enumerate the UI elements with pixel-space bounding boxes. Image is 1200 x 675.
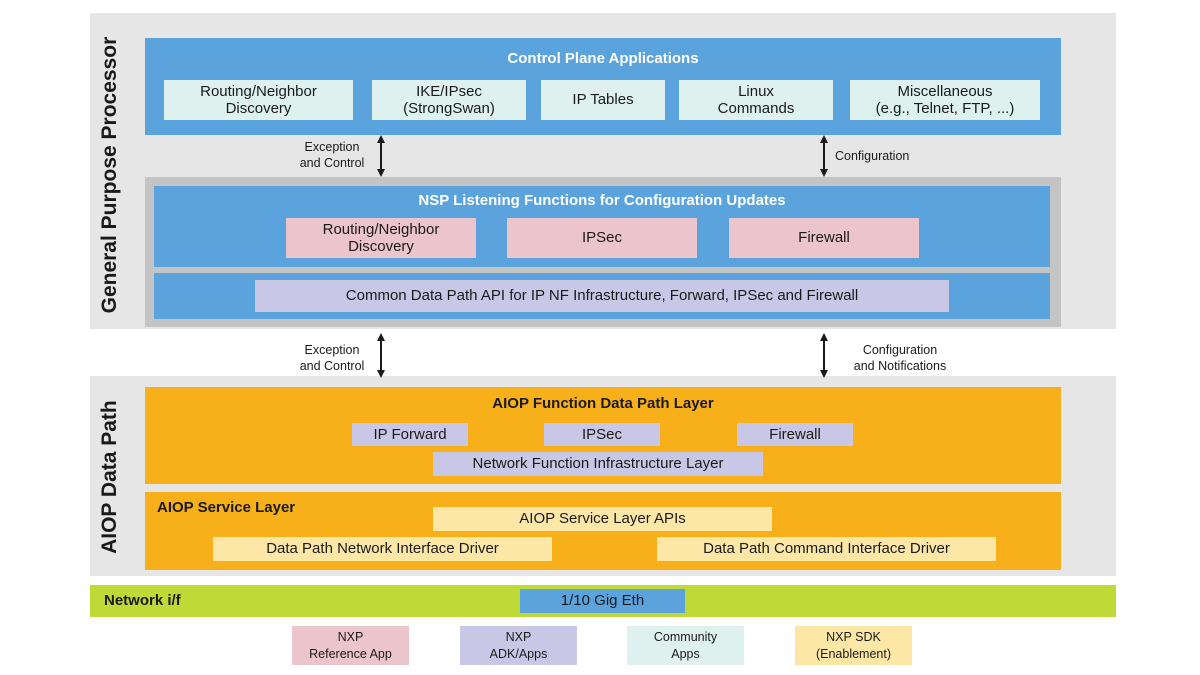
driver-network-interface: Data Path Network Interface Driver	[213, 537, 552, 561]
aiop-item-firewall: Firewall	[737, 423, 853, 446]
gpp-label: General Purpose Processor	[97, 36, 121, 314]
cp-item-routing: Routing/Neighbor Discovery	[164, 80, 353, 120]
arrow-upper-right-label: Configuration	[835, 149, 910, 163]
common-api-label: Common Data Path API for IP NF Infrastru…	[255, 280, 949, 312]
nsp-title: NSP Listening Functions for Configuratio…	[418, 192, 786, 210]
aiop-function-title: AIOP Function Data Path Layer	[492, 395, 714, 413]
arrow-lower-right-label: Configuration and Notifications	[853, 343, 947, 374]
aiop-label: AIOP Data Path	[97, 400, 121, 554]
legend-community: Community Apps	[627, 626, 744, 665]
aiop-service-apis: AIOP Service Layer APIs	[433, 507, 772, 531]
legend-nxp-sdk: NXP SDK (Enablement)	[795, 626, 912, 665]
nsp-item-ipsec: IPSec	[507, 218, 697, 258]
legend-nxp-reference: NXP Reference App	[292, 626, 409, 665]
nsp-item-routing: Routing/Neighbor Discovery	[286, 218, 476, 258]
nsp-item-firewall: Firewall	[729, 218, 919, 258]
arrow-lower-left-label: Exception and Control	[299, 343, 365, 374]
control-plane-title: Control Plane Applications	[507, 50, 699, 68]
cp-item-linux: Linux Commands	[679, 80, 833, 120]
aiop-item-ipsec: IPSec	[544, 423, 660, 446]
network-label: Network i/f	[104, 592, 181, 609]
legend-nxp-adk: NXP ADK/Apps	[460, 626, 577, 665]
aiop-service-title: AIOP Service Layer	[157, 499, 296, 516]
eth-box: 1/10 Gig Eth	[520, 589, 685, 613]
aiop-item-ipforward: IP Forward	[352, 423, 468, 446]
driver-command-interface: Data Path Command Interface Driver	[657, 537, 996, 561]
cp-item-ike: IKE/IPsec (StrongSwan)	[372, 80, 526, 120]
cp-item-misc: Miscellaneous (e.g., Telnet, FTP, ...)	[850, 80, 1040, 120]
arrow-upper-left-label: Exception and Control	[299, 140, 365, 171]
cp-item-iptables: IP Tables	[541, 80, 665, 120]
aiop-infra-layer: Network Function Infrastructure Layer	[433, 452, 763, 476]
